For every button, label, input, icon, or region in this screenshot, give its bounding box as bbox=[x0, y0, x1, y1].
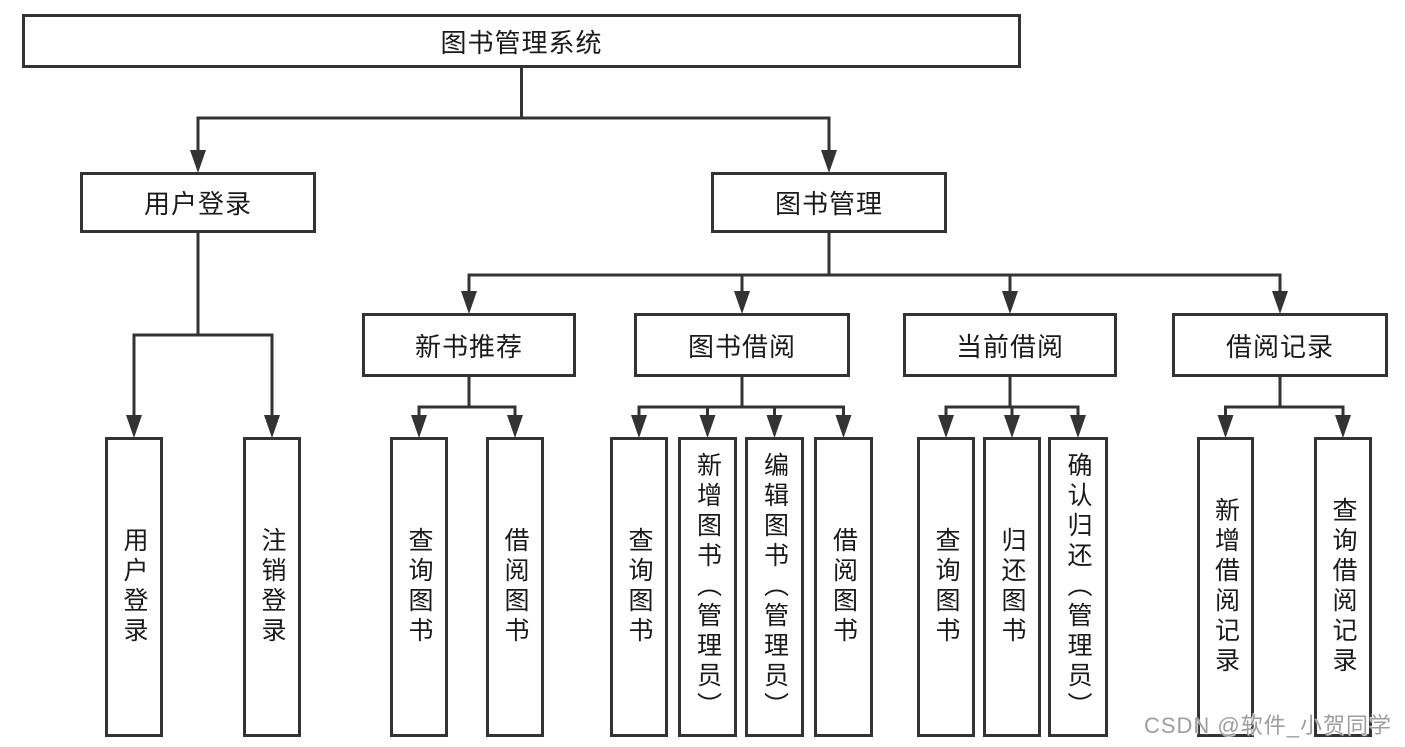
watermark: CSDN @软件_小贺同学 bbox=[1143, 713, 1392, 738]
node-leaf-edit-book: 编辑图书（管理员） bbox=[745, 437, 804, 737]
node-leaf-query-borrow-rec: 查询借阅记录 bbox=[1314, 437, 1372, 737]
node-leaf-query-book-2: 查询图书 bbox=[610, 437, 668, 737]
node-leaf-user-login: 用户登录 bbox=[105, 437, 163, 737]
node-leaf-query-book-1: 查询图书 bbox=[390, 437, 448, 737]
node-leaf-confirm-return: 确认归还（管理员） bbox=[1048, 437, 1108, 737]
node-leaf-logout: 注销登录 bbox=[243, 437, 301, 737]
node-new-book-rec: 新书推荐 bbox=[362, 313, 576, 377]
node-leaf-add-book: 新增图书（管理员） bbox=[678, 437, 737, 737]
node-leaf-borrow-book-1: 借阅图书 bbox=[486, 437, 544, 737]
node-user-login: 用户登录 bbox=[80, 172, 316, 233]
node-root: 图书管理系统 bbox=[22, 14, 1021, 68]
node-current-borrow: 当前借阅 bbox=[903, 313, 1117, 377]
node-book-mgmt: 图书管理 bbox=[711, 172, 947, 233]
node-leaf-query-book-3: 查询图书 bbox=[917, 437, 975, 737]
node-borrow-records: 借阅记录 bbox=[1172, 313, 1388, 377]
node-leaf-return-book: 归还图书 bbox=[983, 437, 1041, 737]
node-leaf-add-borrow-rec: 新增借阅记录 bbox=[1197, 437, 1254, 737]
node-leaf-borrow-book-2: 借阅图书 bbox=[814, 437, 873, 737]
node-book-borrow: 图书借阅 bbox=[634, 313, 850, 377]
